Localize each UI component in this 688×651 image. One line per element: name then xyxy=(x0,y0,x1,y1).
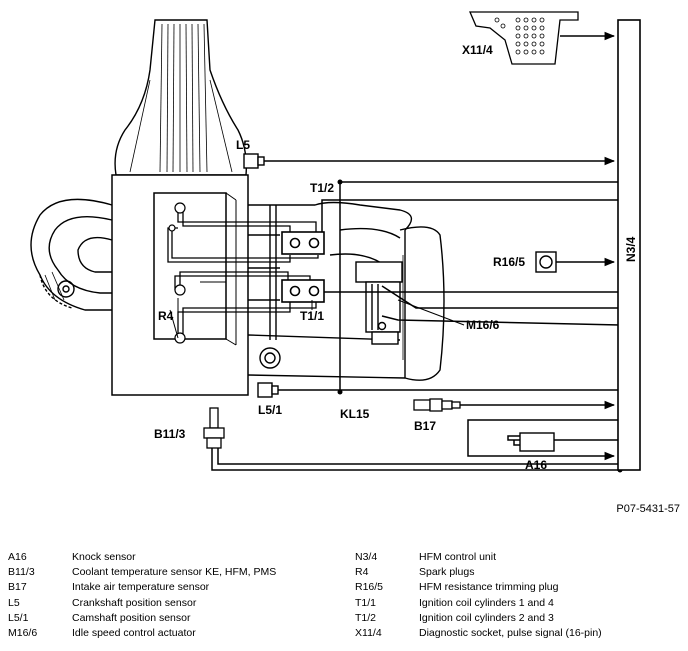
figure-reference: P07-5431-57 xyxy=(616,503,680,515)
legend-description: Ignition coil cylinders 2 and 3 xyxy=(419,611,554,624)
label-t1-1: T1/1 xyxy=(300,309,324,323)
legend-code: T1/2 xyxy=(355,611,377,624)
label-r4: R4 xyxy=(158,309,174,323)
label-n3-4: N3/4 xyxy=(624,236,638,262)
label-r16-5: R16/5 xyxy=(493,255,525,269)
intake-manifold-runners xyxy=(30,198,113,311)
label-l5: L5 xyxy=(236,138,250,152)
hfm-control-unit xyxy=(617,19,641,471)
legend-description: Spark plugs xyxy=(419,566,475,579)
label-a16: A16 xyxy=(525,458,547,472)
diagnostic-socket xyxy=(469,11,579,65)
legend-code: A16 xyxy=(8,551,27,563)
legend-row: M16/6 Idle speed control actuator xyxy=(8,626,276,641)
legend-code: M16/6 xyxy=(8,627,38,640)
legend-description: Ignition coil cylinders 1 and 4 xyxy=(419,596,554,609)
legend-code: N3/4 xyxy=(355,551,378,563)
ignition-coil-t1-1 xyxy=(281,279,325,303)
crankshaft-sensor xyxy=(243,153,265,169)
legend-row: B11/3 Coolant temperature sensor KE, HFM,… xyxy=(8,565,276,580)
resistance-trimming-plug xyxy=(535,251,557,273)
idle-speed-actuator xyxy=(355,261,403,345)
legend-row: N3/4 HFM control unit xyxy=(355,550,602,565)
camshaft-pulley xyxy=(259,347,281,369)
legend-row: T1/2 Ignition coil cylinders 2 and 3 xyxy=(355,611,602,626)
label-x11-4: X11/4 xyxy=(462,43,493,57)
legend-code: R4 xyxy=(355,566,369,579)
camshaft-sensor xyxy=(257,382,279,398)
legend-row: L5/1 Camshaft position sensor xyxy=(8,611,276,626)
label-m16-6: M16/6 xyxy=(466,318,500,332)
legend-description: HFM resistance trimming plug xyxy=(419,581,559,594)
legend-description: Knock sensor xyxy=(72,551,136,563)
wiring-diagram: X11/4 L5 T1/2 N3/4 R16/5 R4 T1/1 M16/6 L… xyxy=(30,11,641,473)
legend-row: R16/5 HFM resistance trimming plug xyxy=(355,580,602,595)
legend-row: B17 Intake air temperature sensor xyxy=(8,580,276,595)
leader-lines xyxy=(169,298,465,339)
legend-description: Crankshaft position sensor xyxy=(72,596,197,609)
legend-code: L5 xyxy=(8,596,20,609)
legend-row: T1/1 Ignition coil cylinders 1 and 4 xyxy=(355,596,602,611)
legend-description: Intake air temperature sensor xyxy=(72,581,210,594)
intake-air-temp-sensor xyxy=(413,398,461,412)
legend-code: R16/5 xyxy=(355,581,384,594)
air-intake xyxy=(114,19,248,176)
label-l5-1: L5/1 xyxy=(258,403,282,417)
label-t1-2: T1/2 xyxy=(310,181,334,195)
legend-code: X11/4 xyxy=(355,627,382,640)
legend-description: HFM control unit xyxy=(419,551,497,563)
legend-description: Diagnostic socket, pulse signal (16-pin) xyxy=(419,627,602,640)
legend-description: Camshaft position sensor xyxy=(72,611,191,624)
legend-code: L5/1 xyxy=(8,611,29,624)
spark-plug-icons xyxy=(168,202,186,344)
ignition-coil-t1-2 xyxy=(281,231,325,255)
legend-row: X11/4 Diagnostic socket, pulse signal (16… xyxy=(355,626,602,641)
legend-row: A16 Knock sensor xyxy=(8,550,276,565)
label-b11-3: B11/3 xyxy=(154,427,186,441)
legend-code: T1/1 xyxy=(355,596,377,609)
knock-sensor xyxy=(519,432,555,452)
legend-code: B17 xyxy=(8,581,27,594)
legend-description: Coolant temperature sensor KE, HFM, PMS xyxy=(72,566,277,579)
coolant-temp-sensor xyxy=(203,407,225,449)
legend-row: R4 Spark plugs xyxy=(355,565,602,580)
legend-row: L5 Crankshaft position sensor xyxy=(8,596,276,611)
legend-description: Idle speed control actuator xyxy=(72,627,196,640)
label-b17: B17 xyxy=(414,419,436,433)
label-kl15: KL15 xyxy=(340,407,370,421)
legend-code: B11/3 xyxy=(8,566,35,579)
